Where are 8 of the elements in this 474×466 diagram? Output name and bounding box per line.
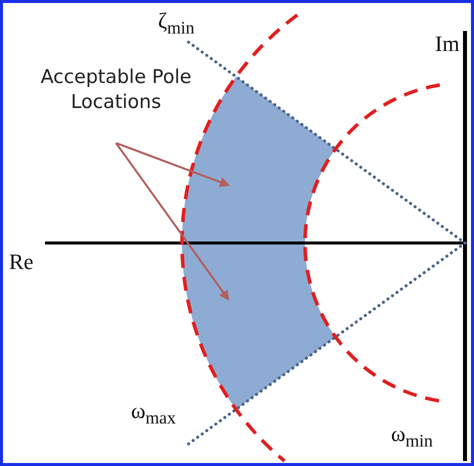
- damping-label: ζ$_{min}$: [158, 8, 194, 38]
- axis-label: Re: [9, 249, 34, 275]
- leader-arrow: [116, 142, 230, 187]
- annotation-text: Acceptable Pole Locations: [21, 65, 211, 114]
- axis-label: Im: [435, 31, 460, 57]
- leader-arrow: [115, 142, 230, 301]
- frequency-label: ω$_{min}$: [391, 421, 433, 452]
- frequency-label: ω$_{max}$: [131, 398, 176, 428]
